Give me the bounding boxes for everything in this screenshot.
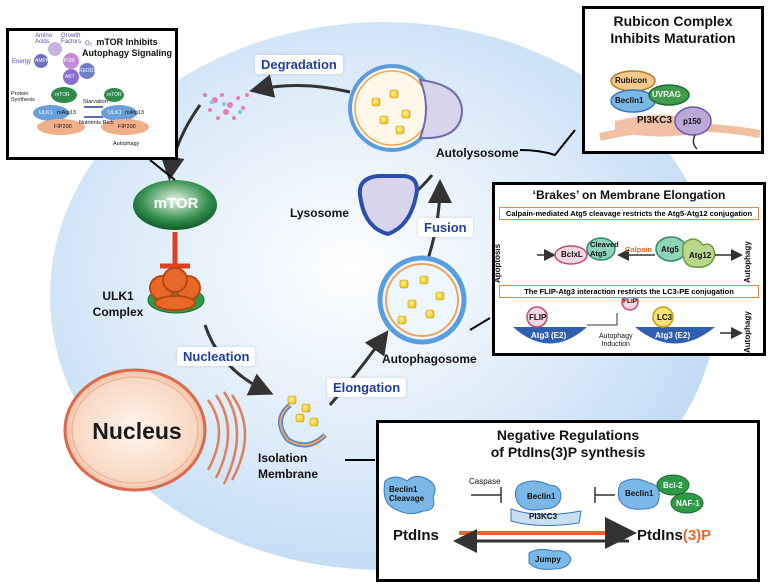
nutrients-rich-label: Nutrients Rich — [79, 120, 114, 126]
uvrag-label: UVRAG — [652, 90, 681, 99]
bcl2-label: Bcl-2 — [663, 481, 683, 490]
stage-label-nucleation: Nucleation — [177, 347, 256, 366]
jumpy-label: Jumpy — [535, 555, 561, 564]
beclin1-center-label: Beclin1 — [527, 492, 556, 501]
inset-rubicon-artwork — [599, 70, 761, 150]
autophagy-induction-label: Autophagy Induction — [599, 333, 633, 348]
p150-label: p150 — [683, 117, 702, 126]
ptdins3p-label: PtdIns(3)P — [637, 527, 711, 544]
autophagy-label-2: Autophagy — [743, 311, 752, 353]
inset-mtor-artwork — [33, 42, 149, 135]
calpain-label: Calpain — [625, 245, 653, 254]
inset-mtor-signaling: mTOR Inhibits Autophagy Signaling Amino … — [6, 28, 178, 160]
inset-mtor-title: mTOR Inhibits Autophagy Signaling — [82, 37, 172, 58]
autophagosome-label: Autophagosome — [382, 352, 477, 366]
bclxl-label: BclxL — [561, 250, 583, 259]
inset-ptdins-title: Negative Regulations of PtdIns(3)P synth… — [490, 427, 646, 460]
stage-label-elongation: Elongation — [327, 378, 407, 397]
fip200-label-2: FIP200 — [118, 124, 136, 130]
starvation-label: Starvation — [83, 99, 108, 105]
nucleus-shape — [63, 368, 207, 492]
mtor-label: mTOR — [153, 195, 199, 212]
inset-brakes-title: ‘Brakes’ on Membrane Elongation — [532, 188, 726, 202]
nucleus-label: Nucleus — [92, 418, 182, 444]
energy-label: Energy — [12, 59, 32, 65]
ptdins-label: PtdIns — [393, 527, 439, 544]
naf1-label: NAF-1 — [676, 499, 700, 508]
inset-brakes: ‘Brakes’ on Membrane Elongation Calpain-… — [492, 182, 766, 356]
flip-label-2: FLIP — [623, 298, 638, 305]
pi3k-label: PI3K — [64, 58, 75, 64]
ptdins3p-prefix: PtdIns — [637, 527, 683, 544]
fip200-label: FIP200 — [54, 124, 72, 130]
isolation-membrane-label: Isolation Membrane — [258, 451, 319, 481]
growth-factors-label: Growth Factors — [61, 33, 82, 45]
inset-ptdins: Negative Regulations of PtdIns(3)P synth… — [376, 420, 760, 582]
autolysosome-label: Autolysosome — [436, 146, 519, 160]
beclin1-label: Beclin1 — [615, 96, 644, 105]
lysosome-label: Lysosome — [290, 206, 349, 220]
inset-brakes-artwork — [513, 236, 743, 344]
inset-rubicon-title: Rubicon Complex Inhibits Maturation — [610, 13, 736, 46]
flip-label-1: FLIP — [529, 313, 547, 322]
inset-rubicon: Rubicon Complex Inhibits Maturation Rubi… — [582, 6, 764, 154]
amino-acids-label: Amino Acids — [35, 33, 53, 45]
ulk1-complex-shape — [147, 267, 205, 314]
er-stacks — [206, 391, 247, 485]
lysosome-shape — [357, 174, 419, 237]
redd1-label: REDD1 — [79, 68, 96, 74]
caspase-label: Caspase — [469, 477, 501, 486]
o2-label: O₂ — [85, 41, 92, 47]
apoptosis-label: Apoptosis — [493, 243, 502, 283]
atg12-label: Atg12 — [689, 251, 712, 260]
stage-label-degradation: Degradation — [255, 55, 343, 74]
arrow-degradation-to-mtor — [160, 104, 202, 181]
matg13-label-2: mAtg13 — [125, 110, 144, 116]
beclin1-cleavage-label: Beclin1 Cleavage — [389, 485, 425, 503]
autophagy-small-label: Autophagy — [113, 141, 140, 147]
beclin1-right-label: Beclin1 — [625, 489, 654, 498]
arrow-isolation-to-autophagosome — [328, 330, 389, 406]
ulk1-small-label-2: ULK1 — [108, 110, 122, 116]
mtor-small-label: mTOR — [55, 92, 70, 98]
cleaved-atg5-label: Cleaved Atg5 — [590, 240, 619, 258]
mtor-oval — [133, 180, 217, 230]
stage-label-fusion: Fusion — [418, 218, 473, 237]
autophagy-label-1: Autophagy — [743, 241, 752, 283]
atg5-label: Atg5 — [661, 245, 679, 254]
ulk1-complex-label: ULK1 Complex — [92, 289, 144, 319]
atg3-label-1: Atg3 (E2) — [531, 331, 567, 340]
lc3-label: LC3 — [657, 313, 673, 322]
protein-synthesis-label: Protein Synthesis — [11, 91, 35, 103]
atg3-label-2: Atg3 (E2) — [655, 331, 691, 340]
ptdins3p-suffix: (3)P — [682, 527, 712, 544]
brakes-sub1: Calpain-mediated Atg5 cleavage restricts… — [499, 207, 759, 220]
mtor-small-label-2: mTOR — [107, 92, 122, 98]
pi3kc3-label: PI3KC3 — [637, 115, 673, 126]
degraded-fragments — [203, 93, 249, 120]
akt-label: AKT — [65, 74, 75, 80]
brakes-sub2: The FLIP-Atg3 interaction restricts the … — [499, 285, 759, 298]
arrow-autolysosome-to-degradation — [249, 74, 351, 98]
rubicon-label: Rubicon — [615, 76, 647, 85]
ampk-label: AMPK — [35, 58, 50, 64]
inset-ptdins-artwork — [383, 474, 704, 570]
ulk1-small-label: ULK1 — [39, 110, 53, 116]
pi3kc3-center-label: PI3KC3 — [529, 512, 558, 521]
autophagosome-shape — [377, 255, 467, 345]
matg13-label: mAtg13 — [57, 110, 76, 116]
